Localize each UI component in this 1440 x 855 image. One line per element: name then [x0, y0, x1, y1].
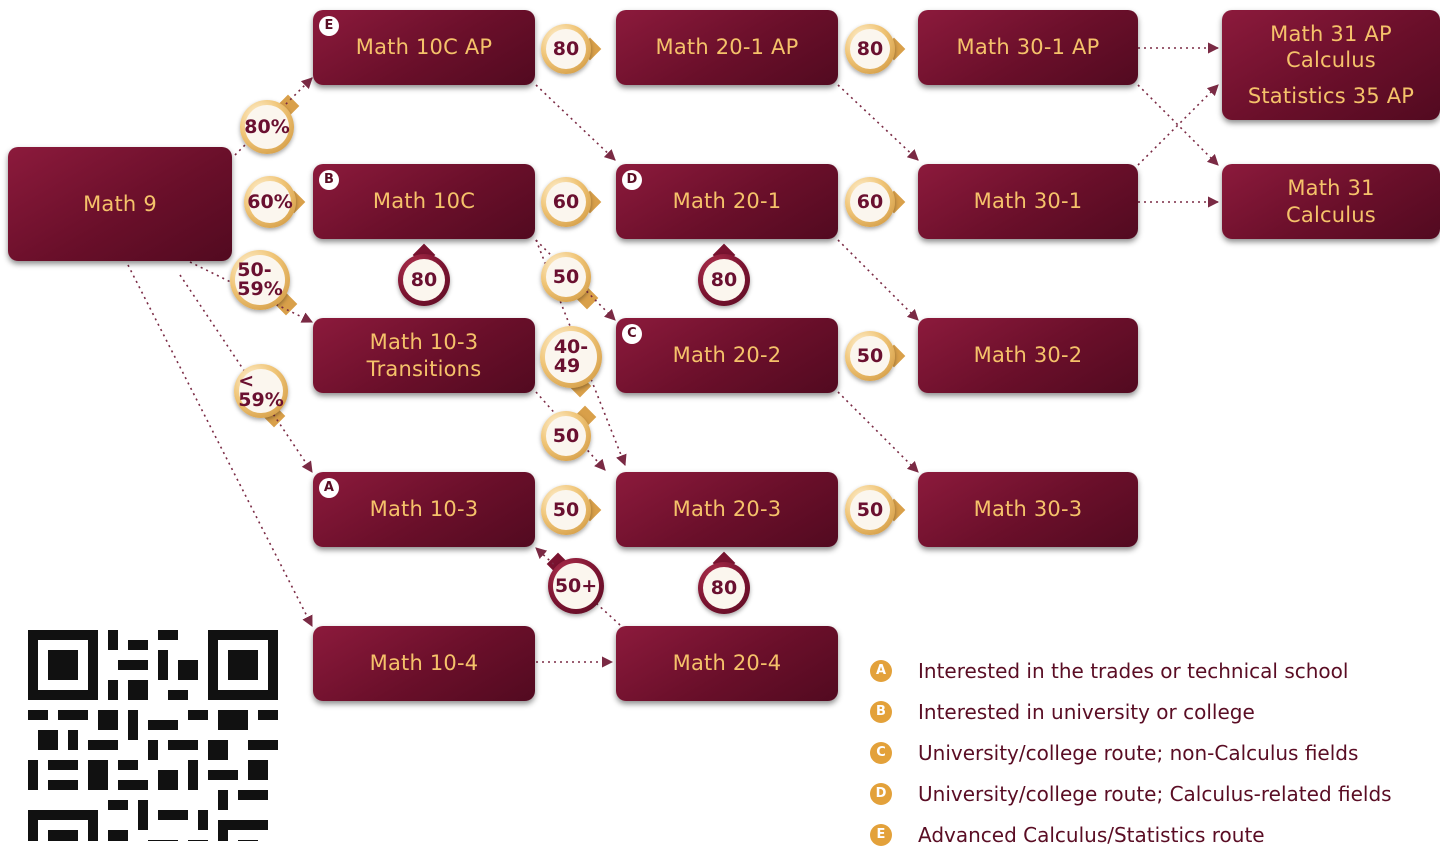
legend-item: D University/college route; Calculus-rel…: [870, 773, 1392, 814]
legend-text: Advanced Calculus/Statistics route: [918, 822, 1265, 847]
grade-badge-50-row4-2: 50: [845, 485, 906, 535]
grade-badge-label: 80%: [244, 105, 290, 149]
grade-badge-50-plus: 50+: [546, 552, 604, 614]
grade-badge-under-59-percent: < 59%: [234, 364, 288, 428]
legend-item: A Interested in the trades or technical …: [870, 650, 1392, 691]
course-label: Math 30-3: [973, 497, 1083, 522]
course-math-10-3: A Math 10-3: [313, 472, 535, 547]
legend-text: Interested in university or college: [918, 699, 1255, 724]
course-label-line2: Transitions: [366, 356, 482, 381]
course-math-31: Math 31 Calculus: [1222, 164, 1440, 239]
course-math-30-1-ap: Math 30-1 AP: [918, 10, 1138, 85]
course-label: Math 20-3: [672, 497, 782, 522]
grade-badge-50-59-percent: 50- 59%: [230, 250, 298, 316]
course-math-20-3: Math 20-3: [616, 472, 838, 547]
grade-badge-label: 50: [850, 490, 890, 530]
course-math-30-1: Math 30-1: [918, 164, 1138, 239]
grade-badge-label: 50: [546, 490, 586, 530]
grade-badge-80-drop-3: 80: [698, 551, 750, 614]
grade-badge-label: 60%: [247, 181, 293, 223]
grade-badge-label: 50: [850, 336, 890, 376]
route-letter-c: C: [622, 324, 642, 344]
grade-badge-40-49: 40- 49: [540, 326, 602, 398]
course-label: Math 20-1 AP: [655, 35, 799, 60]
course-math-10-3-transitions: Math 10-3 Transitions: [313, 318, 535, 393]
grade-badge-label: 50: [546, 416, 586, 456]
grade-badge-50-mid-3: 50: [541, 405, 597, 461]
grade-badge-50-row4-1: 50: [541, 485, 602, 535]
course-label: Math 10-4: [369, 651, 479, 676]
course-label-line1: Math 31: [1287, 176, 1375, 201]
route-letter-e: E: [319, 16, 339, 36]
grade-badge-label: 80: [703, 259, 745, 301]
grade-badge-label: 80: [546, 29, 586, 69]
course-label: Math 30-1: [973, 189, 1083, 214]
course-math-10c: B Math 10C: [313, 164, 535, 239]
legend-letter: C: [870, 741, 892, 764]
grade-badge-60-mid-2: 60: [845, 177, 906, 227]
course-label: Math 30-2: [973, 343, 1083, 368]
course-label: Math 9: [83, 191, 157, 216]
course-math-10-4: Math 10-4: [313, 626, 535, 701]
course-label: Math 20-1: [672, 189, 782, 214]
course-math-31-ap: Math 31 AP Calculus Statistics 35 AP: [1222, 10, 1440, 120]
grade-badge-80-top-2: 80: [845, 24, 906, 74]
route-letter-b: B: [319, 170, 339, 190]
course-math-20-1: D Math 20-1: [616, 164, 838, 239]
course-math-30-2: Math 30-2: [918, 318, 1138, 393]
legend-letter: E: [870, 823, 892, 846]
qr-code-icon[interactable]: [28, 630, 278, 841]
course-math-20-4: Math 20-4: [616, 626, 838, 701]
course-label: Math 10C AP: [355, 35, 493, 60]
grade-badge-50-mid-2: 50: [845, 331, 906, 381]
course-math-9: Math 9: [8, 147, 232, 261]
grade-badge-60-percent: 60%: [244, 176, 306, 228]
grade-badge-label: 50- 59%: [235, 255, 285, 305]
grade-badge-label: 80: [703, 567, 745, 609]
grade-badge-label: 80: [850, 29, 890, 69]
course-label: Math 30-1 AP: [956, 35, 1100, 60]
grade-badge-80-drop-1: 80: [398, 243, 450, 306]
grade-badge-60-mid-1: 60: [541, 177, 602, 227]
course-math-30-3: Math 30-3: [918, 472, 1138, 547]
course-label-line1: Math 31 AP: [1270, 21, 1392, 46]
grade-badge-label: 40- 49: [545, 331, 597, 383]
course-label-line3: Statistics 35 AP: [1247, 84, 1415, 109]
course-label-line2: Calculus: [1286, 47, 1376, 72]
course-math-20-2: C Math 20-2: [616, 318, 838, 393]
legend-letter: A: [870, 659, 892, 682]
grade-badge-label: < 59%: [238, 369, 284, 413]
grade-badge-80-percent: 80%: [240, 94, 300, 154]
legend-letter: D: [870, 782, 892, 805]
route-letter-a: A: [319, 478, 339, 498]
grade-badge-50-mid-1: 50: [541, 252, 599, 310]
course-label: Math 10C: [372, 189, 476, 214]
course-label: Math 20-2: [672, 343, 782, 368]
route-legend: A Interested in the trades or technical …: [870, 650, 1392, 855]
grade-badge-80-top-1: 80: [541, 24, 602, 74]
course-math-20-1-ap: Math 20-1 AP: [616, 10, 838, 85]
legend-text: University/college route; Calculus-relat…: [918, 781, 1392, 806]
course-label: Math 10-3: [369, 497, 479, 522]
grade-badge-80-drop-2: 80: [698, 243, 750, 306]
grade-badge-label: 60: [850, 182, 890, 222]
legend-item: B Interested in university or college: [870, 691, 1392, 732]
course-math-10c-ap: E Math 10C AP: [313, 10, 535, 85]
legend-letter: B: [870, 700, 892, 723]
grade-badge-label: 80: [403, 259, 445, 301]
legend-text: Interested in the trades or technical sc…: [918, 658, 1349, 683]
grade-badge-label: 50: [546, 257, 586, 297]
route-letter-d: D: [622, 170, 642, 190]
grade-badge-label: 60: [546, 182, 586, 222]
grade-badge-label: 50+: [553, 563, 599, 609]
course-label-line2: Calculus: [1286, 202, 1376, 227]
course-label-line1: Math 10-3: [369, 330, 479, 355]
legend-text: University/college route; non-Calculus f…: [918, 740, 1359, 765]
legend-item: E Advanced Calculus/Statistics route: [870, 814, 1392, 855]
legend-item: C University/college route; non-Calculus…: [870, 732, 1392, 773]
course-label: Math 20-4: [672, 651, 782, 676]
